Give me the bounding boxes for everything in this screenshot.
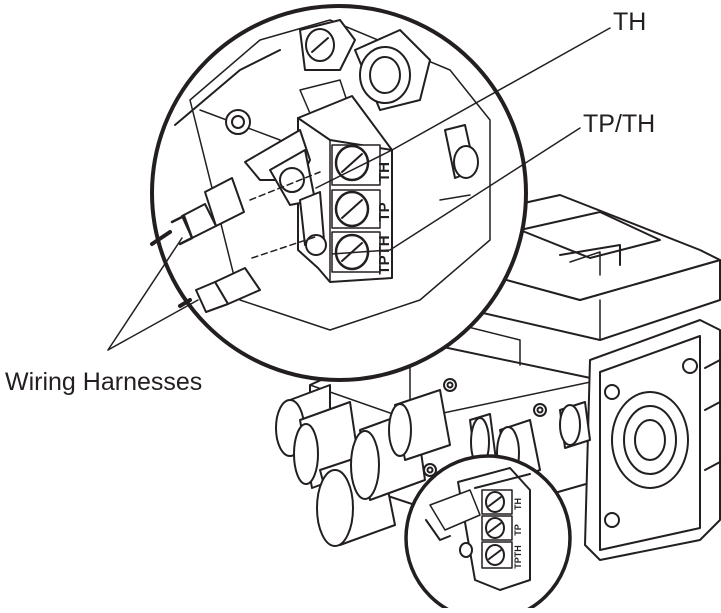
terminal-labels-small: TH TP TPTH [513,498,523,569]
callout-wiring-harnesses: Wiring Harnesses [5,368,203,396]
callout-tp-th: TP/TH [583,110,656,138]
terminal-label-tpth: TPTH [376,235,393,274]
terminal-label-small-th: TH [513,498,523,510]
callout-th: TH [613,8,647,36]
leader-th [315,27,611,189]
terminal-label-small-tp: TP [513,524,523,536]
leader-tp-th [331,127,581,255]
small-terminal-detail [404,454,572,613]
magnified-terminal-detail [150,4,528,382]
callout-leaders [107,27,611,351]
leader-harness-upper [107,237,183,351]
leader-harness-lower [107,299,199,351]
terminal-label-tp: TP [376,202,393,221]
terminal-labels-large: TH TP TPTH [376,162,393,275]
terminal-label-th: TH [376,162,393,182]
terminal-label-small-tpth: TPTH [513,545,523,569]
